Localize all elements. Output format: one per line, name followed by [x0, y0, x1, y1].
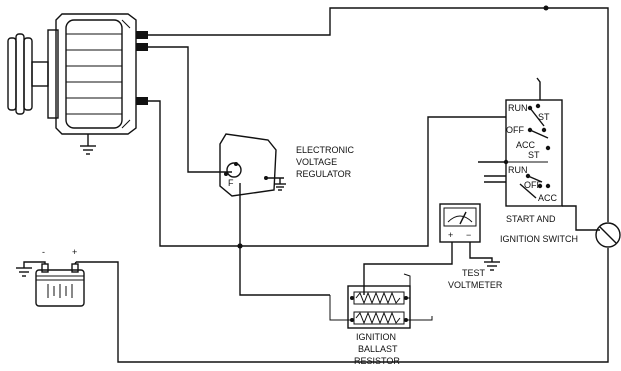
battery-positive-post — [71, 263, 79, 273]
wire-ballast-tap — [329, 295, 352, 321]
voltmeter-label-line2: VOLTMETER — [448, 280, 503, 290]
wire-alternator-aux-to-switch — [148, 100, 506, 247]
ballast-label-line2: BALLAST — [358, 344, 398, 354]
voltmeter-case — [439, 203, 481, 243]
switch-contacts — [503, 103, 551, 199]
ballast-coil-lower — [355, 311, 401, 325]
wire-voltmeter-minus — [469, 242, 493, 262]
voltmeter-needle — [459, 211, 467, 225]
regulator-housing — [219, 133, 277, 197]
battery-plus-label: + — [72, 247, 77, 257]
regulator-terminal-label: F — [228, 178, 234, 188]
voltmeter-window — [443, 207, 477, 227]
voltmeter-plus-label: + — [448, 230, 453, 240]
ballast-housing — [347, 285, 411, 329]
battery-ground — [16, 267, 32, 277]
regulator-label-line3: REGULATOR — [296, 169, 352, 179]
wire-voltmeter-plus — [363, 242, 453, 295]
switch-pos-run-top: RUN — [508, 103, 528, 113]
alternator-terminals — [136, 31, 148, 105]
junction-dot-ballast-feed — [237, 243, 243, 249]
wire-battery-positive-return — [76, 248, 609, 363]
regulator-label-line1: ELECTRONIC — [296, 145, 355, 155]
switch-pos-st-top: ST — [538, 112, 550, 122]
alternator-body — [47, 13, 137, 135]
switch-pos-off-top: OFF — [506, 125, 524, 135]
battery-minus-label: - — [42, 247, 45, 257]
ignition-switch: RUN ST OFF ACC ST RUN OFF ACC START AND … — [500, 99, 578, 244]
switch-pos-st-mid: ST — [528, 150, 540, 160]
switch-label-line2: IGNITION SWITCH — [500, 234, 578, 244]
test-voltmeter: + − TEST VOLTMETER — [439, 203, 503, 290]
wire-regulator-to-ballast — [239, 183, 330, 296]
battery: - + — [16, 247, 85, 307]
regulator-terminal-f — [226, 162, 242, 178]
switch-pos-off-low: OFF — [524, 180, 542, 190]
switch-pos-acc-top: ACC — [516, 140, 536, 150]
voltmeter-ground — [484, 261, 500, 271]
regulator-label-line2: VOLTAGE — [296, 157, 337, 167]
wiring — [76, 5, 609, 363]
alternator — [7, 13, 148, 155]
alternator-pulley — [7, 33, 49, 115]
ballast-label-line3: RESISTOR — [354, 356, 400, 366]
ballast-coil-upper — [355, 291, 401, 305]
voltmeter-minus-label: − — [466, 230, 471, 240]
voltmeter-scale — [447, 215, 473, 223]
switch-pos-run-low: RUN — [508, 165, 528, 175]
wire-switch-top-stub — [536, 77, 541, 100]
voltage-regulator: F ELECTRONIC VOLTAGE REGULATOR — [219, 133, 355, 197]
ballast-label-line1: IGNITION — [356, 332, 396, 342]
voltmeter-label-line1: TEST — [462, 268, 486, 278]
switch-pos-acc-low: ACC — [538, 193, 558, 203]
wire-alternator-battery-to-switch — [148, 7, 609, 222]
wire-switch-to-lamp — [562, 205, 600, 231]
ballast-resistor: IGNITION BALLAST RESISTOR — [347, 273, 433, 366]
lamp-filament — [599, 226, 617, 244]
battery-negative-post — [41, 263, 49, 273]
alternator-ground — [80, 134, 96, 155]
ignition-switch-housing — [505, 99, 563, 207]
battery-case — [35, 269, 85, 307]
junction-dot-switch-top — [543, 5, 549, 11]
regulator-ground — [274, 178, 286, 191]
wire-alternator-field-to-regulator — [148, 46, 232, 173]
indicator-lamp — [595, 222, 621, 248]
switch-label-line1: START AND — [506, 214, 556, 224]
lamp-body — [595, 222, 621, 248]
